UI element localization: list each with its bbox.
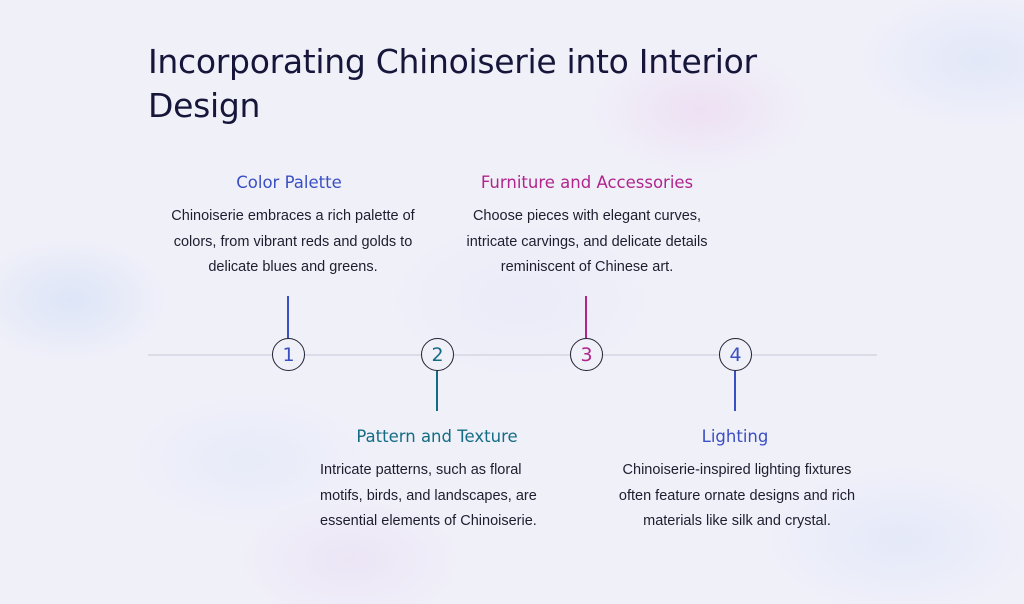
page-title: Incorporating Chinoiserie into Interior … (148, 42, 757, 125)
step-1-node: 1 (272, 338, 305, 371)
step-2-connector (436, 371, 438, 411)
step-2-node: 2 (421, 338, 454, 371)
step-2-title: Pattern and Texture (356, 427, 518, 446)
step-1-title: Color Palette (236, 173, 342, 192)
step-1-description: Chinoiserie embraces a rich palette of c… (171, 208, 415, 275)
step-3-title: Furniture and Accessories (480, 173, 694, 192)
step-4-title: Lighting (701, 427, 769, 446)
step-4-description: Chinoiserie-inspired lighting fixtures o… (618, 462, 856, 529)
step-4-number: 4 (729, 343, 742, 366)
step-3-description: Choose pieces with elegant curves, intri… (466, 208, 708, 275)
step-3-connector (585, 296, 587, 338)
step-4-node: 4 (719, 338, 752, 371)
step-2-description: Intricate patterns, such as floral motif… (320, 462, 537, 529)
step-2-number: 2 (431, 343, 444, 366)
step-3-node: 3 (570, 338, 603, 371)
step-1-number: 1 (282, 343, 295, 366)
timeline-axis (148, 354, 877, 356)
step-1-connector (287, 296, 289, 338)
step-3-number: 3 (580, 343, 593, 366)
step-4-connector (734, 371, 736, 411)
